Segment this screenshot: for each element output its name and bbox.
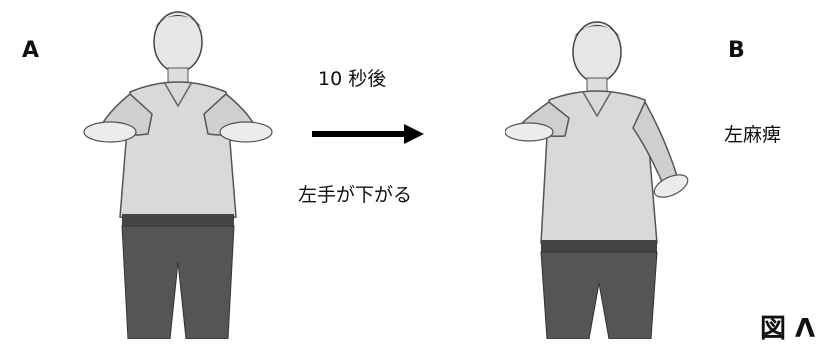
figure-b-left-arm-dropped: [505, 8, 695, 339]
arrow-right-icon: [312, 124, 424, 144]
panel-b-label: B: [728, 38, 745, 63]
man-arms-forward-illustration: [83, 11, 273, 339]
result-label: 左手が下がる: [298, 184, 413, 206]
right-arrow: [312, 124, 424, 144]
figure-a-both-arms-extended: [78, 2, 278, 339]
diagnosis-label: 左麻痺: [724, 124, 782, 146]
man-left-arm-drift-illustration: [505, 21, 689, 339]
time-elapsed-label: 10 秒後: [318, 68, 387, 90]
panel-a-label: A: [22, 38, 40, 63]
figure-caption: 図 Λ: [760, 314, 816, 344]
